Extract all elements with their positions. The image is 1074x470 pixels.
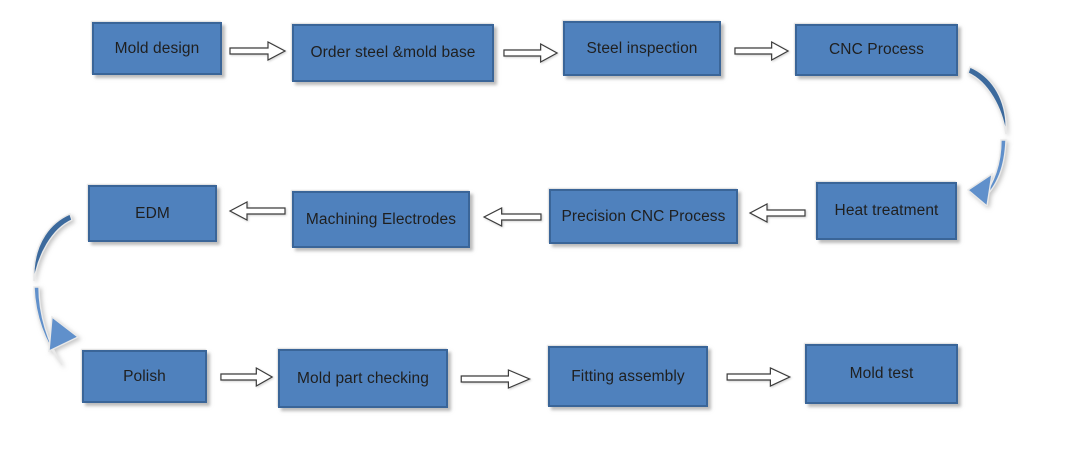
flow-node-machining-electrodes: Machining Electrodes xyxy=(292,191,470,248)
arrow-left-icon xyxy=(748,202,806,224)
node-label: Steel inspection xyxy=(586,39,698,57)
flow-node-polish: Polish xyxy=(82,350,207,403)
flow-node-fitting-assembly: Fitting assembly xyxy=(548,346,708,407)
node-label: CNC Process xyxy=(829,41,924,58)
node-label: Polish xyxy=(123,367,166,385)
arrow-left-icon xyxy=(482,206,542,228)
arrow-left-icon xyxy=(228,200,286,222)
arrow-right-icon xyxy=(229,40,287,62)
flow-node-edm: EDM xyxy=(88,185,217,242)
flow-node-cnc-process: CNC Process xyxy=(795,24,958,76)
flow-node-mold-design: Mold design xyxy=(92,22,222,75)
flow-node-precision-cnc-process: Precision CNC Process xyxy=(549,189,738,244)
node-label: Heat treatment xyxy=(834,202,939,219)
flow-node-mold-part-checking: Mold part checking xyxy=(278,349,448,408)
arrow-right-icon xyxy=(726,366,792,388)
node-label: Machining Electrodes xyxy=(305,210,457,228)
curved-arrow-down-right-icon xyxy=(33,213,80,366)
arrow-right-icon xyxy=(503,42,559,64)
arrow-right-icon xyxy=(734,40,790,62)
flow-node-mold-test: Mold test xyxy=(805,344,958,404)
arrow-right-icon xyxy=(460,368,532,390)
node-label: Order steel &mold base xyxy=(310,44,476,61)
node-label: Mold design xyxy=(114,39,200,57)
node-label: Mold part checking xyxy=(297,369,429,387)
node-label: Mold test xyxy=(849,365,914,382)
node-label: Fitting assembly xyxy=(571,367,685,385)
node-label: EDM xyxy=(135,204,170,222)
arrow-right-icon xyxy=(220,366,274,388)
flow-node-heat-treatment: Heat treatment xyxy=(816,182,957,240)
curved-arrow-down-left-icon xyxy=(966,66,1007,206)
flow-node-steel-inspection: Steel inspection xyxy=(563,21,721,76)
node-label: Precision CNC Process xyxy=(561,207,726,225)
flow-node-order-steel-mold-base: Order steel &mold base xyxy=(292,24,494,82)
